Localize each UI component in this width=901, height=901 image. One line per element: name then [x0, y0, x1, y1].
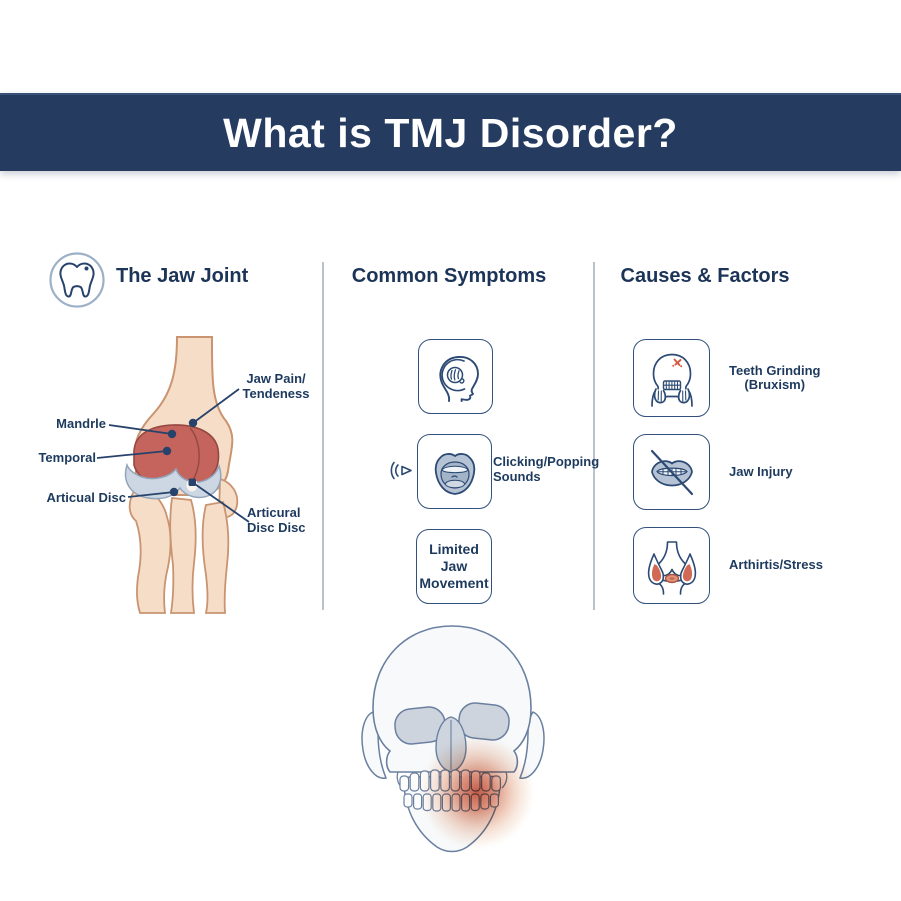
page-title: What is TMJ Disorder?	[223, 109, 678, 156]
column-divider-left	[322, 262, 324, 610]
sound-waves-icon	[390, 457, 417, 484]
section-title-symptoms: Common Symptoms	[351, 265, 547, 287]
label-bruxism-wrap: Teeth Grinding (Bruxism)	[729, 339, 820, 417]
label-clicking-popping: Clicking/Popping Sounds	[493, 454, 600, 484]
label-arthritis-wrap: Arthirtis/Stress	[729, 527, 823, 604]
label-limited-jaw: Limited Jaw Movement	[419, 541, 489, 591]
label-arthritis: Arthirtis/Stress	[729, 557, 823, 573]
cause-card-arthritis	[633, 527, 710, 604]
jaw-injury-icon	[650, 449, 693, 496]
label-temporal: Temporal	[38, 450, 96, 465]
cause-card-jaw-injury	[633, 434, 710, 510]
tooth-icon	[48, 251, 106, 309]
column-divider-right	[593, 262, 595, 610]
header-band: What is TMJ Disorder?	[0, 93, 901, 171]
mouth-sound-icon	[434, 452, 475, 495]
symptom-card-limited-jaw: Limited Jaw Movement	[416, 529, 492, 604]
symptom-card-head-pain	[418, 339, 493, 414]
symptom-card-clicking	[417, 434, 492, 509]
label-jaw-injury: Jaw Injury	[729, 463, 793, 479]
jaw-joint-illustration	[30, 325, 320, 615]
label-teeth-grinding: Teeth Grinding (Bruxism)	[729, 362, 821, 392]
section-title-causes: Causes & Factors	[620, 265, 790, 287]
teeth-grinding-icon	[650, 353, 693, 407]
label-articural-disc: Articural Disc Disc	[247, 505, 306, 535]
label-articual-disc: Articual Disc	[46, 490, 126, 505]
arthritis-icon	[647, 540, 696, 595]
label-mandrle: Mandrle	[56, 416, 106, 431]
label-jaw-pain: Jaw Pain/ Tendeness	[242, 371, 310, 401]
head-pain-icon	[438, 355, 479, 402]
label-jaw-injury-wrap: Jaw Injury	[729, 434, 793, 510]
cause-card-bruxism	[633, 339, 710, 417]
skull-pain-illustration	[358, 620, 548, 860]
section-title-jaw-joint: The Jaw Joint	[116, 265, 249, 287]
